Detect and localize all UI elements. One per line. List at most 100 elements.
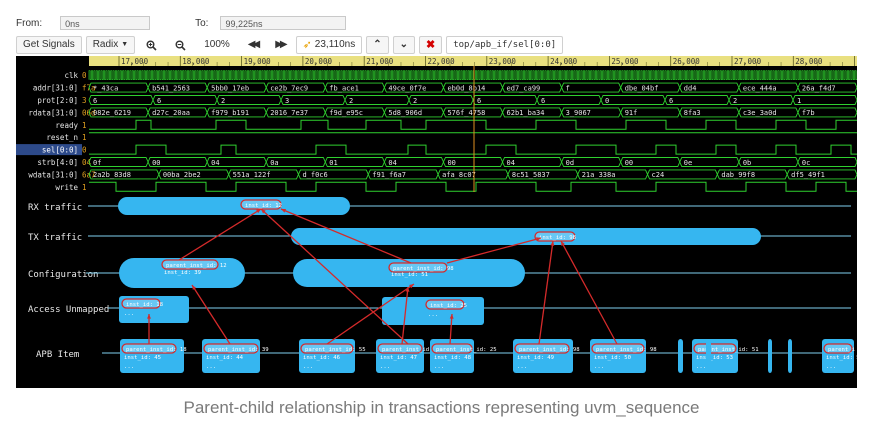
timeline-tick-label: 18,000 xyxy=(182,57,210,66)
jump-start-button[interactable]: ◀◀ xyxy=(241,36,264,54)
bus-segment-label: 01 xyxy=(329,159,337,167)
rx-transaction[interactable] xyxy=(118,197,350,215)
apb-item-compact[interactable] xyxy=(678,339,683,373)
apb-ellipsis: ... xyxy=(517,364,527,370)
apb-item[interactable] xyxy=(202,339,260,373)
zoom-in-icon xyxy=(146,40,157,51)
clk-waveform xyxy=(88,70,860,81)
signal-name[interactable]: wdata[31:0] xyxy=(28,170,78,179)
fast-forward-icon: ▶▶ xyxy=(275,39,288,50)
apb-ellipsis: ... xyxy=(434,364,444,370)
apb-parent-id: parent_inst_id: 39 xyxy=(208,347,269,353)
bus-segment xyxy=(408,95,474,105)
bus-segment-label: dab_99f8 xyxy=(721,171,755,179)
signal-name[interactable]: reset_n xyxy=(46,133,78,142)
apb-inst-id: inst_id: 53 xyxy=(696,355,733,361)
bus-segment-label: ed7_ca99 xyxy=(507,84,541,92)
from-input[interactable]: 0ns xyxy=(60,16,151,30)
signal-waveform xyxy=(89,144,857,155)
tx-inst-id: inst_id: 98 xyxy=(539,235,577,241)
close-icon: ✖ xyxy=(425,39,436,51)
signal-name[interactable]: addr[31:0] xyxy=(33,84,78,93)
bus-segment-label: 00 xyxy=(625,159,633,167)
bus-segment-label: f91_f6a7 xyxy=(372,171,406,179)
timeline-tick-label: 27,000 xyxy=(734,57,762,66)
scope-path[interactable]: top/apb_if/sel[0:0] xyxy=(446,36,564,54)
apb-item[interactable] xyxy=(513,339,573,373)
apb-item[interactable] xyxy=(430,339,474,373)
jump-end-button[interactable]: ▶▶ xyxy=(268,36,291,54)
apb-item-compact[interactable] xyxy=(768,339,772,373)
apb-parent-id: parent_inst_id: 55 xyxy=(305,347,366,353)
selected-signal-highlight xyxy=(16,144,82,156)
bus-segment-label: afa_8c07 xyxy=(442,171,476,179)
zoom-level[interactable]: 100% xyxy=(204,39,230,50)
to-input[interactable]: 99,225ns xyxy=(220,16,347,30)
cursor-time-display[interactable]: ➶23,110ns xyxy=(295,36,363,54)
bus-segment-label: f7b xyxy=(802,109,815,117)
signal-name[interactable]: rdata[31:0] xyxy=(28,108,78,117)
next-edge-button[interactable]: ⌄ xyxy=(392,36,415,54)
arrow-head xyxy=(192,285,197,290)
access-transaction-1[interactable] xyxy=(119,296,189,323)
config-transaction-1[interactable] xyxy=(119,258,245,288)
prev-edge-button[interactable]: ⌃ xyxy=(366,36,389,54)
apb-inst-id: inst_id: 50 xyxy=(594,355,631,361)
zoom-in-button[interactable] xyxy=(139,36,164,54)
bus-segment-label: c24 xyxy=(652,171,665,179)
timeline-tick-label: 25,000 xyxy=(611,57,639,66)
bus-segment-label: ece_444a xyxy=(743,84,777,92)
apb-item[interactable] xyxy=(299,339,355,373)
stream-label: APB Item xyxy=(36,350,79,360)
bus-segment-label: 2 xyxy=(349,97,353,105)
parent-link-arrow xyxy=(326,283,415,345)
time-range-bar: From: 0ns To: 99,225ns xyxy=(16,12,857,34)
config-parent-id: parent_inst_id: 98 xyxy=(393,266,454,272)
config-transaction-2[interactable] xyxy=(293,259,525,287)
radix-dropdown[interactable]: Radix▼ xyxy=(85,36,136,54)
bus-segment-label: 6 xyxy=(93,97,97,105)
signal-name[interactable]: write xyxy=(55,183,78,192)
bus-segment-label: 3_9067 xyxy=(566,109,591,117)
signal-waveform xyxy=(89,119,857,130)
bus-segment xyxy=(280,95,346,105)
parent-link-arrow xyxy=(191,284,231,345)
bus-segment-label: 1 xyxy=(797,97,801,105)
get-signals-button[interactable]: Get Signals xyxy=(16,36,82,54)
apb-item[interactable] xyxy=(376,339,424,373)
bus-segment xyxy=(536,95,602,105)
parent-link-arrow xyxy=(446,237,542,264)
zoom-out-button[interactable] xyxy=(168,36,193,54)
signal-name[interactable]: ready xyxy=(55,121,78,130)
timeline-tick-label: 24,000 xyxy=(550,57,578,66)
signal-value: 1 xyxy=(82,183,87,192)
bus-segment-label: 6 xyxy=(477,97,481,105)
bus-segment-label: fb_ace1 xyxy=(329,84,359,92)
apb-item[interactable] xyxy=(120,339,184,373)
apb-item[interactable] xyxy=(692,339,738,373)
stream-label: Access Unmapped xyxy=(28,305,109,315)
arrow-head xyxy=(281,208,286,213)
chevron-up-icon: ⌃ xyxy=(373,39,382,50)
apb-parent-id: parent_inst_id: 18 xyxy=(126,347,187,353)
apb-item-compact[interactable] xyxy=(788,339,792,373)
signal-name[interactable]: strb[4:0] xyxy=(37,158,78,167)
bus-segment-label: 0b xyxy=(743,159,751,167)
bus-segment xyxy=(216,95,282,105)
clear-button[interactable]: ✖ xyxy=(418,36,443,54)
access-inst-id: inst_id: 25 xyxy=(430,303,467,309)
rewind-icon: ◀◀ xyxy=(247,39,261,50)
bus-segment xyxy=(344,95,410,105)
apb-item-compact[interactable] xyxy=(706,339,711,373)
apb-item[interactable] xyxy=(590,339,646,373)
tx-transaction[interactable] xyxy=(291,228,761,245)
signal-name[interactable]: sel[0:0] xyxy=(42,146,78,155)
signal-name[interactable]: prot[2:0] xyxy=(37,96,78,105)
access-transaction-2[interactable] xyxy=(382,297,484,325)
parent-link-arrow xyxy=(449,313,453,345)
signal-name[interactable]: clk xyxy=(64,71,78,80)
timeline-bar[interactable] xyxy=(89,56,857,66)
apb-item[interactable] xyxy=(822,339,854,373)
